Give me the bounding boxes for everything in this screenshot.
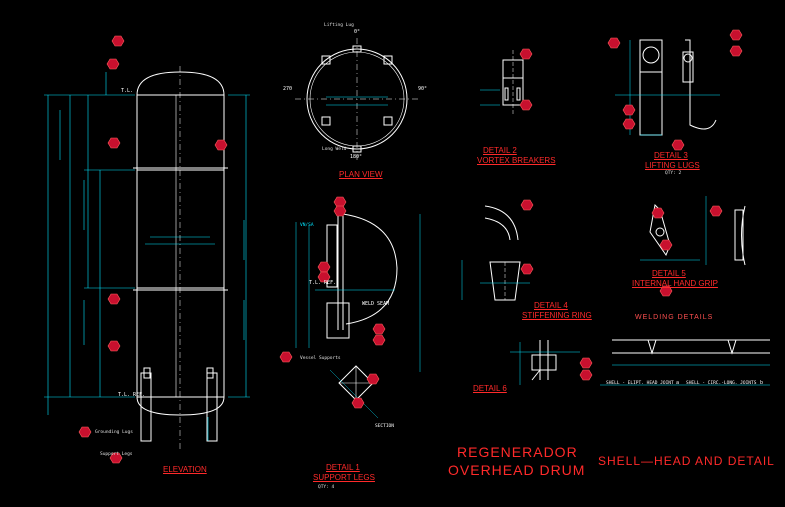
detail-1-support-legs <box>295 213 421 419</box>
shell-circ-label: SHELL - CIRC.-LONG. JOINTS <box>686 381 757 386</box>
detail-4-tags <box>520 199 534 275</box>
main-title-line-1: REGENERADOR <box>457 444 578 460</box>
detail-1-qty: QTY: 4 <box>318 485 335 490</box>
detail-6-tags <box>579 357 593 381</box>
weld-seam-label: WELD SEAM <box>362 301 390 307</box>
support-legs-label: Support Legs <box>100 452 133 457</box>
detail-2-vortex-breakers <box>480 50 524 115</box>
elevation-title: ELEVATION <box>163 465 207 474</box>
tl-ref-detail-1: T.L. REF. <box>309 280 337 286</box>
detail-4-stiffening-ring <box>461 205 530 301</box>
welding-details-title: WELDING DETAILS <box>635 314 714 321</box>
detail-3-title: DETAIL 3 <box>654 151 688 160</box>
plan-view <box>295 38 420 160</box>
detail-6-title: DETAIL 6 <box>473 384 507 393</box>
angle-270-label: 270 <box>283 86 293 92</box>
detail-3-qty: QTY: 2 <box>665 171 682 176</box>
detail-1-subtitle: SUPPORT LEGS <box>313 473 375 482</box>
elevation-tags <box>78 35 228 464</box>
detail-1-title: DETAIL 1 <box>326 463 360 472</box>
detail-2-tags <box>519 48 533 111</box>
detail-3-subtitle: LIFTING LUGS <box>645 161 700 170</box>
detail-5-subtitle: INTERNAL HAND GRIP <box>632 279 718 288</box>
detail-1-tags <box>279 196 386 409</box>
weld-a-label: a <box>676 380 680 386</box>
grounding-lug-label: Grounding Lugs <box>95 430 133 435</box>
detail-4-subtitle: STIFFENING RING <box>522 311 592 320</box>
shell-elipt-label: SHELL - ELIPT. HEAD JOINT <box>606 381 674 386</box>
detail-2-subtitle: VORTEX BREAKERS <box>477 156 556 165</box>
section-label: SECTION <box>375 424 394 429</box>
weld-b-label: b <box>760 380 764 386</box>
angle-90-label: 90° <box>418 86 428 92</box>
detail-3-tags <box>607 29 743 151</box>
angle-0-label: 0° <box>354 29 361 35</box>
detail-4-title: DETAIL 4 <box>534 301 568 310</box>
angle-180-label: 180° <box>350 154 363 160</box>
detail-2-title: DETAIL 2 <box>483 146 517 155</box>
tl-bottom-label: T.L. REF. <box>118 392 146 398</box>
plan-view-title: PLAN VIEW <box>339 170 383 179</box>
lifting-lug-label: Lifting Lug <box>324 23 354 28</box>
vessel-support-label: Vessel Supports <box>300 356 341 361</box>
long-weld-label: Long Weld <box>322 147 347 152</box>
sheet-title: SHELL—HEAD AND DETAIL <box>598 454 775 468</box>
tl-top-label: T.L. <box>121 88 134 94</box>
dimension-marks <box>59 110 245 345</box>
detail-6 <box>510 340 580 385</box>
detail-5-title: DETAIL 5 <box>652 269 686 278</box>
main-title-line-2: OVERHEAD DRUM <box>448 462 586 478</box>
welding-details <box>600 339 770 386</box>
vn-label: VN/SA <box>300 223 314 228</box>
detail-5-tags <box>651 205 723 297</box>
